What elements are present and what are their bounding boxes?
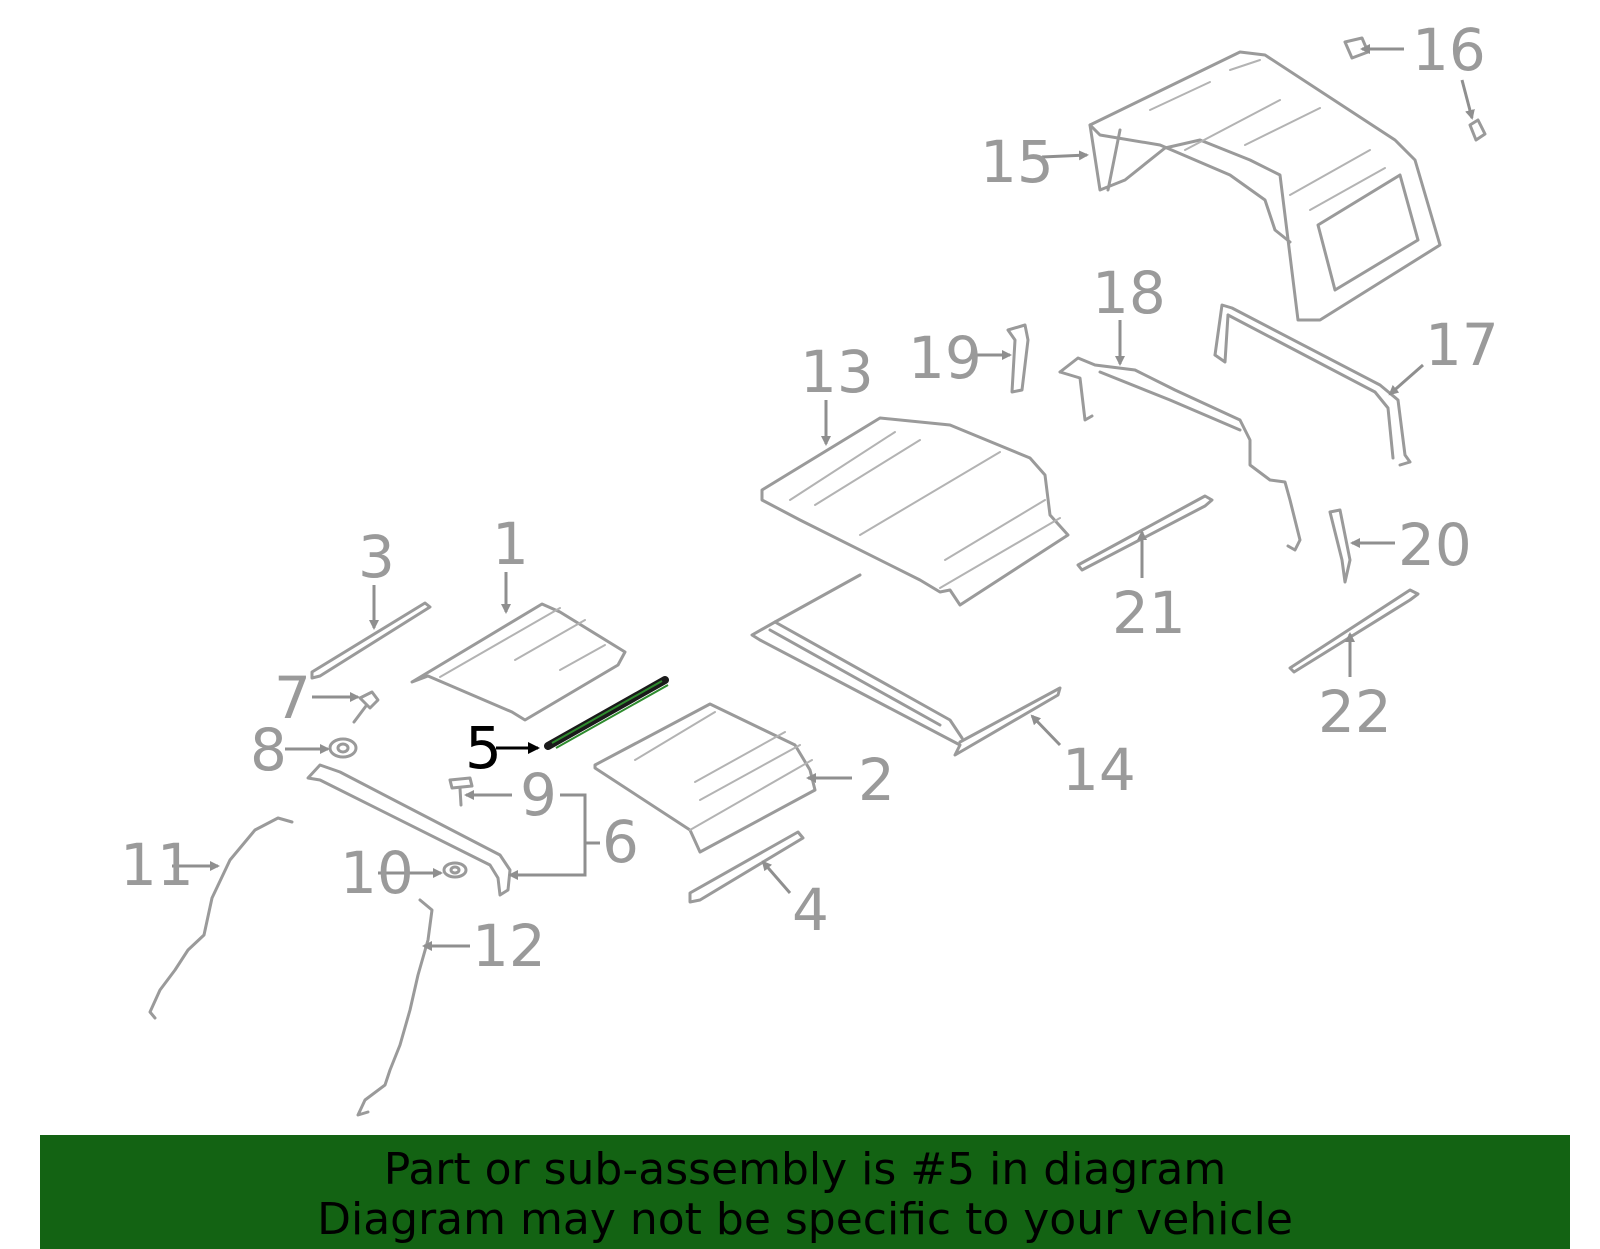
callout-13: 13 [800, 338, 874, 406]
part-5-seal-highlighted [544, 676, 669, 750]
callout-11: 11 [120, 831, 194, 899]
part-14-frame [750, 573, 1062, 757]
callout-21: 21 [1112, 579, 1186, 647]
part-21-trim-strip [1076, 494, 1214, 572]
callout-labels: 1 2 3 4 5 6 7 8 9 10 11 12 13 14 15 16 1… [120, 16, 1499, 980]
callout-19: 19 [908, 324, 982, 392]
part-15-hardtop-shell [1088, 50, 1442, 322]
callout-14: 14 [1062, 736, 1136, 804]
info-banner: Part or sub-assembly is #5 in diagram Di… [40, 1135, 1570, 1249]
callout-2: 2 [858, 746, 895, 814]
banner-line-2: Diagram may not be specific to your vehi… [317, 1194, 1293, 1245]
part-20-bracket [1328, 508, 1352, 584]
callout-6: 6 [602, 808, 639, 876]
callout-12: 12 [472, 912, 546, 980]
part-12-harness [356, 898, 434, 1117]
callout-22: 22 [1318, 678, 1392, 746]
callout-5: 5 [465, 714, 502, 782]
callout-17: 17 [1425, 311, 1499, 379]
part-19-bracket [1006, 323, 1030, 394]
callout-16: 16 [1412, 16, 1486, 84]
part-11-harness [148, 816, 294, 1020]
callout-9: 9 [520, 761, 557, 829]
callout-18: 18 [1092, 259, 1166, 327]
part-3-seal [310, 601, 432, 680]
part-22-trim-strip [1288, 588, 1420, 674]
part-6-side-rail [306, 763, 512, 897]
callout-8: 8 [250, 716, 287, 784]
part-18-rear-bow [1058, 356, 1302, 552]
part-10-nut [442, 861, 468, 879]
part-9-screw [448, 776, 474, 807]
part-4-trim-strip [688, 830, 805, 904]
part-1-front-panel [410, 602, 627, 722]
callout-1: 1 [492, 510, 529, 578]
part-7-bolt [352, 690, 380, 724]
callout-3: 3 [358, 523, 395, 591]
part-2-rear-panel [593, 702, 817, 854]
callout-7: 7 [274, 664, 311, 732]
callout-10: 10 [340, 839, 414, 907]
part-17-side-rail [1213, 303, 1412, 467]
banner-line-1: Part or sub-assembly is #5 in diagram [383, 1144, 1227, 1195]
callout-4: 4 [792, 876, 829, 944]
callout-15: 15 [980, 128, 1054, 196]
leader-lines [172, 44, 1475, 951]
part-8-nut [328, 737, 358, 759]
callout-20: 20 [1398, 511, 1472, 579]
part-13-headliner [760, 416, 1070, 607]
